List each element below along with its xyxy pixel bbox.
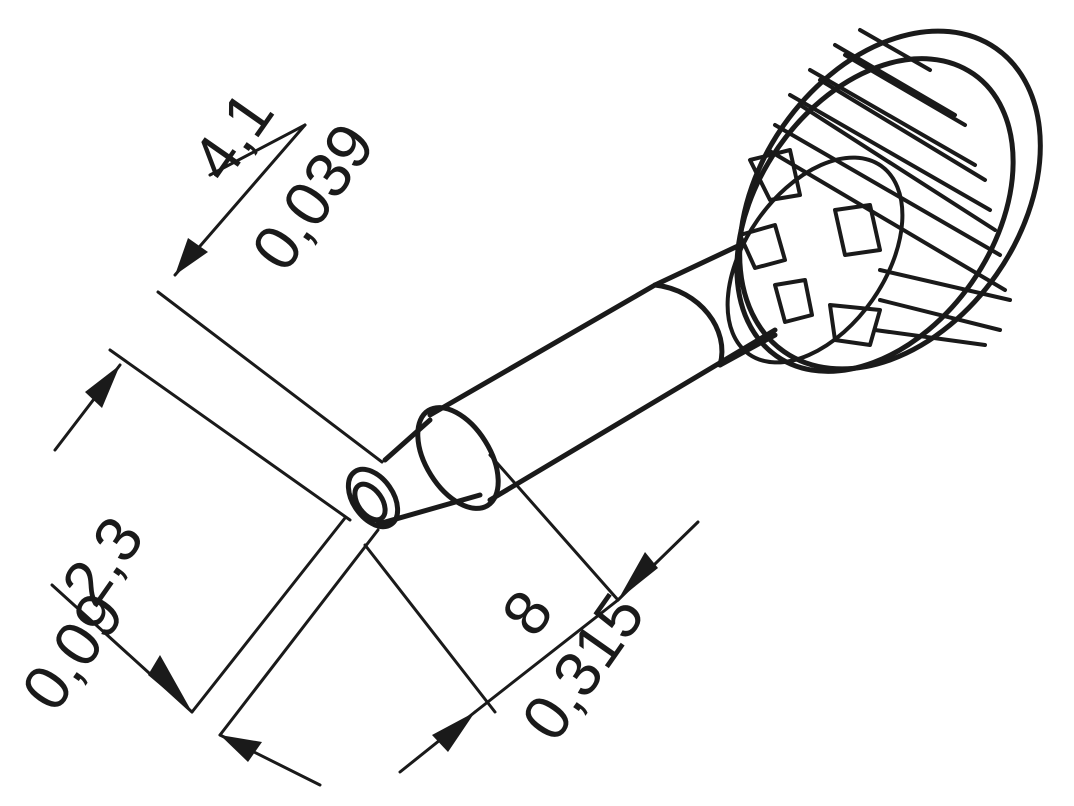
arrow-tip-length-lower — [432, 712, 475, 752]
nut-window-bottom — [828, 303, 882, 347]
dimension-tip-width: 4,1 0,039 — [53, 79, 388, 522]
knurled-nut — [725, 28, 1043, 374]
nut-window-right — [833, 203, 882, 257]
nut-window-top — [748, 148, 802, 202]
arrow-tip-thickness-right — [220, 735, 262, 762]
conical-tip — [345, 417, 483, 530]
knurl-ridges — [766, 28, 1012, 347]
arrow-tip-thickness-left — [148, 655, 192, 712]
dimension-tip-length: 8 0,315 — [363, 453, 700, 774]
tip-shaft — [415, 242, 778, 511]
arrow-tip-width-upper — [175, 238, 208, 275]
tip-width-mm: 4,1 — [177, 79, 287, 193]
arrow-tip-length-upper — [618, 552, 658, 600]
nut-window-left — [738, 223, 814, 324]
dimension-tip-thickness: 2,3 0,09 — [7, 504, 380, 787]
arrow-tip-width-lower — [85, 365, 120, 408]
tip-length-mm: 8 — [487, 578, 566, 648]
tip-thickness-inch: 0,09 — [7, 580, 137, 723]
